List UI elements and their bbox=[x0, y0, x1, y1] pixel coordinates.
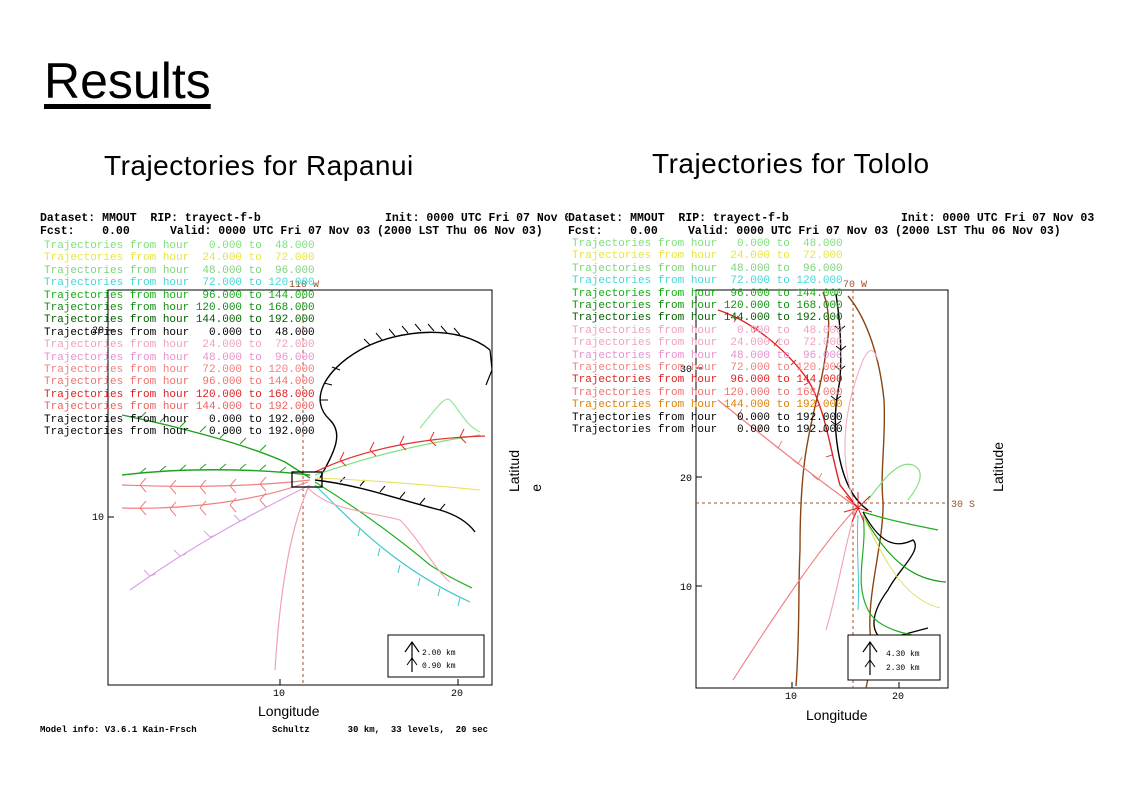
legend-entry: Trajectories from hour 144.000 to 192.00… bbox=[572, 312, 843, 325]
right-pink-track-south bbox=[732, 507, 857, 681]
legend-entry: Trajectories from hour 120.000 to 168.00… bbox=[572, 300, 843, 313]
left-header-valid: Valid: 0000 UTC Fri 07 Nov 03 (2000 LST … bbox=[170, 225, 543, 238]
left-ytick-10: 10 bbox=[92, 513, 104, 524]
legend-entry: Trajectories from hour 24.000 to 72.000 bbox=[44, 252, 315, 265]
left-scale-line2: 0.90 km bbox=[422, 662, 456, 671]
left-meridian-label: 110 W bbox=[289, 280, 319, 291]
legend-entry: Trajectories from hour 0.000 to 192.000 bbox=[572, 424, 843, 437]
legend-entry: Trajectories from hour 48.000 to 96.000 bbox=[572, 349, 843, 362]
left-green-track-west-upper bbox=[121, 414, 311, 479]
left-xtick-10: 10 bbox=[273, 689, 285, 700]
right-scale-line2: 2.30 km bbox=[886, 664, 920, 673]
left-xtick-20: 20 bbox=[451, 689, 463, 700]
legend-entry: Trajectories from hour 24.000 to 72.000 bbox=[572, 337, 843, 350]
left-ylabel: Latitud e bbox=[505, 450, 545, 496]
legend-entry: Trajectories from hour 0.000 to 192.000 bbox=[44, 413, 315, 426]
left-lightgreen-track-east bbox=[314, 434, 481, 476]
legend-entry: Trajectories from hour 120.000 to 168.00… bbox=[44, 302, 315, 315]
legend-entry: Trajectories from hour 96.000 to 144.000 bbox=[572, 374, 843, 387]
legend-entry: Trajectories from hour 24.000 to 72.000 bbox=[572, 250, 843, 263]
right-xlabel: Longitude bbox=[806, 707, 868, 723]
right-ytick-30: 30 bbox=[680, 365, 692, 376]
left-lavender-track bbox=[129, 484, 311, 591]
right-scale-line1: 4.30 km bbox=[886, 650, 920, 659]
right-map-svg: 30 20 10 10 20 70 W 30 S 4.30 km 2.30 km bbox=[680, 280, 975, 703]
right-black-track-south bbox=[862, 511, 929, 641]
legend-entry: Trajectories from hour 48.000 to 96.000 bbox=[44, 351, 315, 364]
right-header-fcst: Fcst: 0.00 bbox=[568, 225, 658, 238]
left-map-frame bbox=[107, 289, 493, 686]
legend-entry: Trajectories from hour 72.000 to 120.000 bbox=[572, 362, 843, 375]
left-station-box bbox=[291, 471, 323, 488]
legend-entry: Trajectories from hour 0.000 to 48.000 bbox=[572, 324, 843, 337]
right-green-track-east bbox=[862, 511, 939, 531]
right-meridian-label: 70 W bbox=[843, 280, 867, 291]
left-black-track-east bbox=[314, 479, 476, 533]
right-xtick-10: 10 bbox=[785, 692, 797, 703]
left-black-track-north bbox=[319, 331, 491, 479]
legend-entry: Trajectories from hour 96.000 to 144.000 bbox=[44, 376, 315, 389]
legend-entry: Trajectories from hour 72.000 to 120.000 bbox=[44, 364, 315, 377]
left-xlabel: Longitude bbox=[258, 703, 320, 719]
left-trajectory-figure: Dataset: MMOUT RIP: trayect-f-b Init: 00… bbox=[40, 210, 578, 740]
left-footer-config: Schultz 30 km, 33 levels, 20 sec bbox=[272, 725, 489, 735]
left-map-svg: 20 10 10 20 110 W 2.00 km 0.90 km bbox=[92, 280, 493, 700]
legend-entry: Trajectories from hour 144.000 to 192.00… bbox=[44, 314, 315, 327]
left-pink-track-south bbox=[274, 487, 309, 671]
left-green-track-southeast bbox=[314, 481, 473, 589]
left-subtitle: Trajectories for Rapanui bbox=[104, 150, 414, 181]
right-subtitle: Trajectories for Tololo bbox=[652, 148, 930, 179]
right-header-init: Init: 0000 UTC Fri 07 Nov 03 bbox=[901, 212, 1095, 225]
legend-entry: Trajectories from hour 0.000 to 192.000 bbox=[572, 411, 843, 424]
right-parallel-label: 30 S bbox=[951, 500, 975, 511]
right-lightgreen-loop bbox=[867, 463, 921, 501]
left-red-track-west bbox=[121, 479, 311, 487]
legend-entry: Trajectories from hour 72.000 to 120.000 bbox=[44, 277, 315, 290]
legend-entry: Trajectories from hour 0.000 to 48.000 bbox=[44, 326, 315, 339]
legend-entry: Trajectories from hour 120.000 to 168.00… bbox=[44, 388, 315, 401]
right-map-frame bbox=[695, 289, 949, 689]
left-scale-box bbox=[387, 634, 485, 678]
legend-entry: Trajectories from hour 120.000 to 168.00… bbox=[572, 386, 843, 399]
legend-entry: Trajectories from hour 144.000 to 192.00… bbox=[44, 401, 315, 414]
legend-entry: Trajectories from hour 48.000 to 96.000 bbox=[572, 262, 843, 275]
left-cyan-track bbox=[314, 484, 471, 603]
right-red-track bbox=[717, 309, 859, 509]
left-header-line1: Dataset: MMOUT RIP: trayect-f-b bbox=[40, 212, 261, 225]
right-coastline-west bbox=[795, 291, 830, 687]
right-header-line1: Dataset: MMOUT RIP: trayect-f-b bbox=[568, 212, 789, 225]
right-ylabel: Latitude bbox=[990, 442, 1006, 492]
left-green-track-west-lower bbox=[121, 469, 311, 476]
legend-entry: Trajectories from hour 72.000 to 120.000 bbox=[572, 275, 843, 288]
right-ytick-20: 20 bbox=[680, 474, 692, 485]
legend-entry: Trajectories from hour 24.000 to 72.000 bbox=[44, 339, 315, 352]
legend-entry: Trajectories from hour 0.000 to 48.000 bbox=[572, 238, 843, 250]
left-red-track-east bbox=[314, 435, 486, 473]
right-black-track-north bbox=[834, 293, 869, 511]
right-trajectory-figure: Dataset: MMOUT RIP: trayect-f-b Init: 00… bbox=[568, 210, 1094, 705]
left-ylabel-part2: e bbox=[527, 484, 544, 493]
legend-entry: Trajectories from hour 0.000 to 192.000 bbox=[44, 426, 315, 439]
left-ytick-20: 20 bbox=[92, 326, 104, 337]
legend-entry: Trajectories from hour 96.000 to 144.000 bbox=[44, 289, 315, 302]
right-xtick-20: 20 bbox=[892, 692, 904, 703]
left-footer-model: Model info: V3.6.1 Kain-Frsch bbox=[40, 725, 197, 735]
right-ytick-10: 10 bbox=[680, 583, 692, 594]
legend-entry: Trajectories from hour 0.000 to 48.000 bbox=[44, 240, 315, 252]
legend-entry: Trajectories from hour 96.000 to 144.000 bbox=[572, 287, 843, 300]
left-scale-line1: 2.00 km bbox=[422, 649, 456, 658]
right-header-valid: Valid: 0000 UTC Fri 07 Nov 03 (2000 LST … bbox=[688, 225, 1061, 238]
slide-title: Results bbox=[44, 53, 211, 109]
legend-entry: Trajectories from hour 144.000 to 192.00… bbox=[572, 399, 843, 412]
left-ylabel-part1: Latitud bbox=[506, 450, 522, 493]
legend-entry: Trajectories from hour 48.000 to 96.000 bbox=[44, 264, 315, 277]
left-header-fcst: Fcst: 0.00 bbox=[40, 225, 130, 238]
right-scale-box bbox=[847, 634, 941, 681]
